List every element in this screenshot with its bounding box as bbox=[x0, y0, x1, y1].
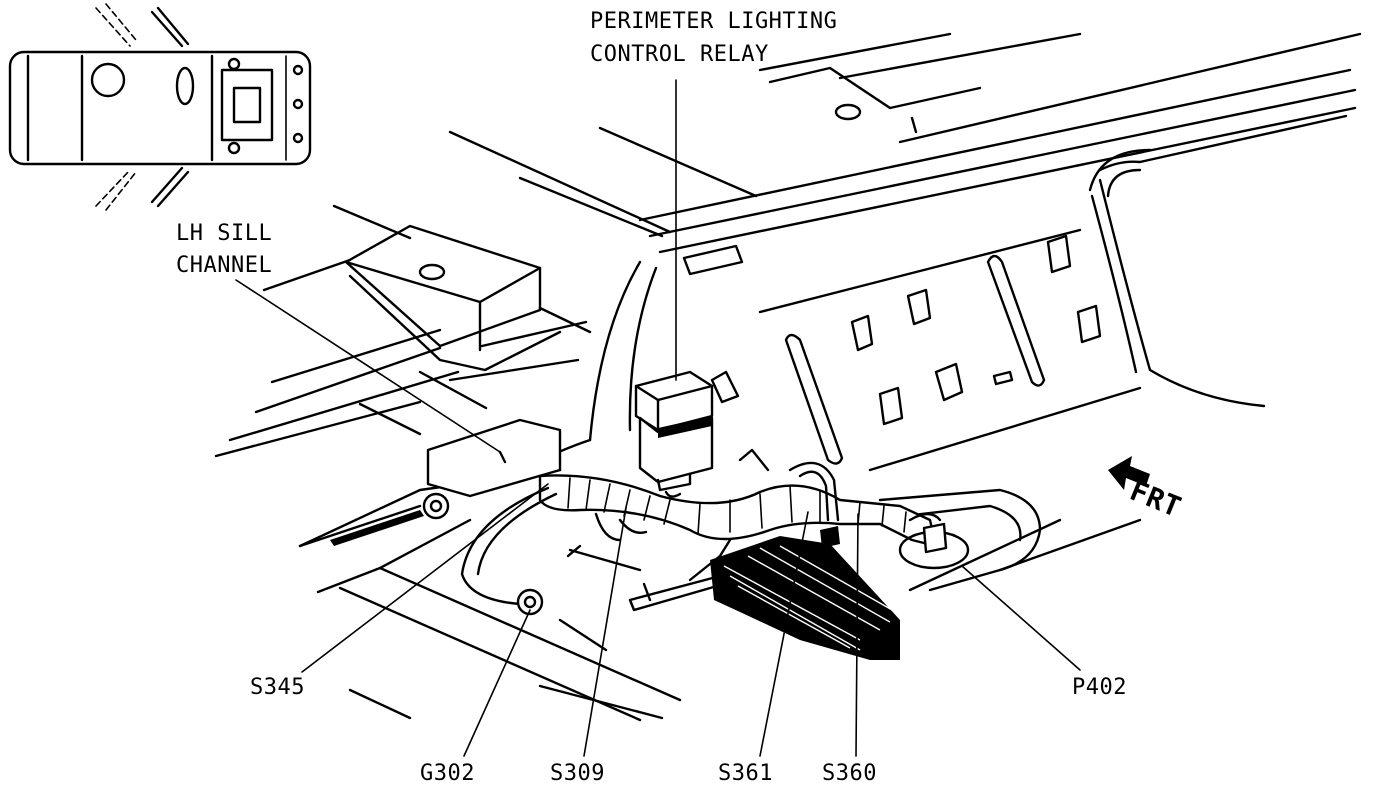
frt-label: FRT bbox=[1125, 474, 1186, 524]
sill-connector-bracket bbox=[298, 418, 562, 548]
sill-label-line2: CHANNEL bbox=[176, 253, 272, 278]
wiring-harness bbox=[460, 448, 938, 616]
sill-label-line1: LH SILL bbox=[176, 221, 272, 246]
perimeter-lighting-relay bbox=[634, 370, 714, 498]
p402-label: P402 bbox=[1072, 675, 1127, 700]
p402-pad bbox=[898, 512, 970, 570]
floor-pan-structure bbox=[214, 32, 1362, 722]
vehicle-locator-icon bbox=[8, 3, 312, 211]
g302-label: G302 bbox=[420, 761, 475, 786]
front-arrow-icon bbox=[1108, 456, 1150, 490]
leader-lines bbox=[235, 79, 1081, 757]
s309-label: S309 bbox=[550, 761, 605, 786]
relay-label-line2: CONTROL RELAY bbox=[590, 42, 769, 67]
s345-label: S345 bbox=[250, 675, 305, 700]
relay-label-line1: PERIMETER LIGHTING bbox=[590, 9, 837, 34]
s360-label: S360 bbox=[822, 761, 877, 786]
s361-label: S361 bbox=[718, 761, 773, 786]
harness-loom-block bbox=[688, 536, 900, 660]
